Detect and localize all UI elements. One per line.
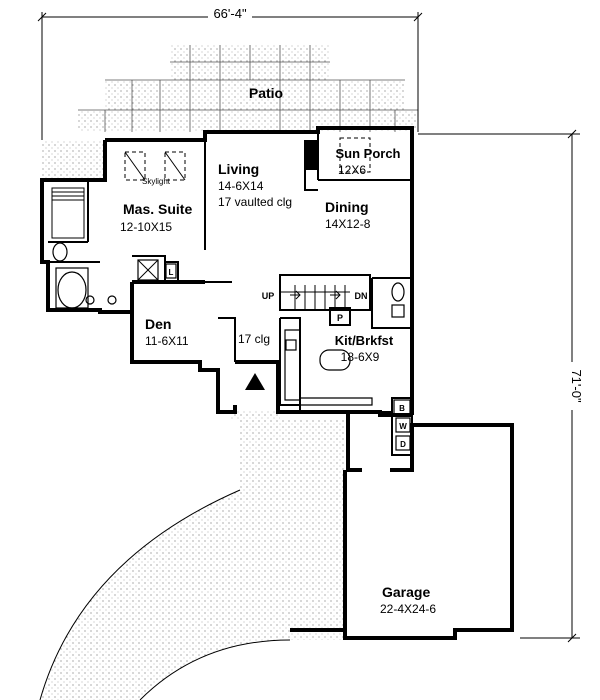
room-label-sun-porch: Sun Porch 12X6 xyxy=(335,146,400,177)
master-suite-size: 12-10X15 xyxy=(120,220,172,234)
den-size: 11-6X11 xyxy=(145,334,189,348)
room-label-garage: Garage 22-4X24-6 xyxy=(380,584,436,616)
patio-name: Patio xyxy=(249,85,283,101)
pantry: P xyxy=(337,313,343,323)
skylight xyxy=(124,151,186,181)
dimension-width: 66'-4" xyxy=(37,5,423,140)
garage-size: 22-4X24-6 xyxy=(380,602,436,616)
room-label-kitchen: Kit/Brkfst 18-6X9 xyxy=(335,333,394,364)
living-size: 14-6X14 xyxy=(218,179,264,193)
kitchen-name: Kit/Brkfst xyxy=(335,333,394,348)
interior-walls xyxy=(48,132,413,456)
kitchen-counters xyxy=(284,329,373,406)
stair-down-label: DN xyxy=(355,291,368,301)
dryer-label: D xyxy=(400,440,406,449)
staircase: UP DN xyxy=(262,274,371,311)
den-ceiling-note: 17 clg xyxy=(238,332,270,346)
patio-paving xyxy=(42,45,418,180)
linen-label: L xyxy=(169,268,174,277)
dining-name: Dining xyxy=(325,199,369,215)
room-label-master-suite: Skylight Mas. Suite 12-10X15 xyxy=(120,177,192,234)
stair-up-label: UP xyxy=(262,291,275,301)
washer-label: W xyxy=(399,422,407,431)
sun-porch-name: Sun Porch xyxy=(335,146,400,161)
room-label-patio: Patio xyxy=(249,85,283,101)
linen-closet: L xyxy=(165,263,177,279)
bench-label: B xyxy=(399,404,405,413)
room-label-den: Den 11-6X11 17 clg xyxy=(145,316,270,348)
living-note: 17 vaulted clg xyxy=(218,195,292,209)
depth-dimension-label: 71'-0" xyxy=(569,369,584,403)
living-name: Living xyxy=(218,161,259,177)
half-bath-fixtures xyxy=(391,282,405,318)
sun-porch-skylight xyxy=(339,137,371,173)
entry-marker xyxy=(245,373,265,390)
room-label-living: Living 14-6X14 17 vaulted clg xyxy=(218,161,292,209)
pantry-label: P xyxy=(337,313,343,323)
master-bath-fixtures xyxy=(51,187,159,309)
laundry: B W D xyxy=(393,399,411,451)
kitchen-size: 18-6X9 xyxy=(341,350,380,364)
dining-size: 14X12-8 xyxy=(325,217,371,231)
width-dimension-label: 66'-4" xyxy=(213,6,247,21)
driveway xyxy=(39,410,345,700)
skylight-note: Skylight xyxy=(142,177,171,186)
garage-name: Garage xyxy=(382,584,430,600)
fireplace xyxy=(305,140,318,170)
room-label-dining: Dining 14X12-8 xyxy=(325,199,371,231)
kitchen-island xyxy=(319,349,351,371)
den-name: Den xyxy=(145,316,171,332)
sun-porch-size: 12X6 xyxy=(338,163,366,177)
master-suite-name: Mas. Suite xyxy=(123,201,192,217)
dimension-depth: 71'-0" xyxy=(418,129,584,643)
